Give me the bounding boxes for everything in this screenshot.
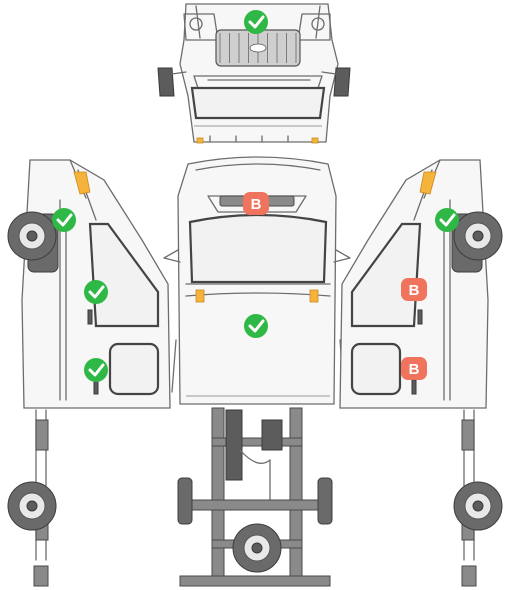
- marker-left-rear-door-ok[interactable]: [84, 358, 108, 382]
- marker-roof-damage[interactable]: B: [243, 192, 269, 215]
- marker-right-rear-door-damage[interactable]: B: [401, 357, 427, 380]
- marker-right-front-wheel-ok[interactable]: [435, 208, 459, 232]
- marker-left-front-wheel-ok[interactable]: [52, 208, 76, 232]
- check-icon: [248, 15, 265, 29]
- check-icon: [88, 363, 105, 377]
- check-icon: [56, 213, 73, 227]
- check-icon: [439, 213, 456, 227]
- marker-right-front-door-damage[interactable]: B: [401, 278, 427, 301]
- marker-hood-ok[interactable]: [244, 314, 268, 338]
- check-icon: [248, 319, 265, 333]
- markers: B B B: [52, 10, 459, 382]
- chassis-view: [177, 407, 333, 587]
- marker-roof-label: B: [251, 196, 262, 213]
- marker-right-front-door-label: B: [409, 282, 420, 299]
- marker-right-rear-door-label: B: [409, 361, 420, 378]
- marker-left-front-door-ok[interactable]: [84, 280, 108, 304]
- check-icon: [88, 285, 105, 299]
- front-view: [157, 3, 351, 144]
- marker-front-view-ok[interactable]: [244, 10, 268, 34]
